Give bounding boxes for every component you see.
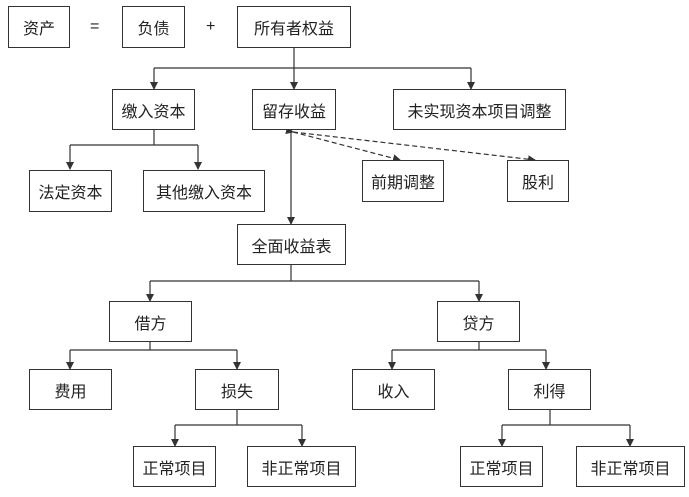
paid-in-capital-box: 缴入资本 [112,89,195,130]
gains-abnormal-items-box: 非正常项目 [576,446,685,487]
losses-box: 损失 [195,369,279,410]
expenses-box: 费用 [29,369,112,410]
gains-box: 利得 [508,369,591,410]
equals-sign: = [90,18,100,35]
gains-normal-items-box: 正常项目 [460,446,543,487]
losses-abnormal-items-box: 非正常项目 [247,446,356,487]
debit-box: 借方 [109,301,192,342]
dividends-box: 股利 [507,160,569,202]
revenue-box: 收入 [352,369,435,410]
other-paid-in-capital-box: 其他缴入资本 [143,170,265,212]
prior-period-adjustment-box: 前期调整 [362,160,444,202]
equity-box: 所有者权益 [237,6,351,48]
legal-capital-box: 法定资本 [29,170,112,212]
credit-box: 贷方 [437,301,520,342]
comprehensive-income-statement-box: 全面收益表 [237,224,346,265]
plus-sign: + [206,18,216,35]
losses-normal-items-box: 正常项目 [133,446,216,487]
retained-earnings-box: 留存收益 [252,89,336,130]
assets-box: 资产 [8,6,70,48]
liabilities-box: 负债 [122,6,185,48]
unrealized-capital-adjustment-box: 未实现资本项目调整 [393,89,566,130]
